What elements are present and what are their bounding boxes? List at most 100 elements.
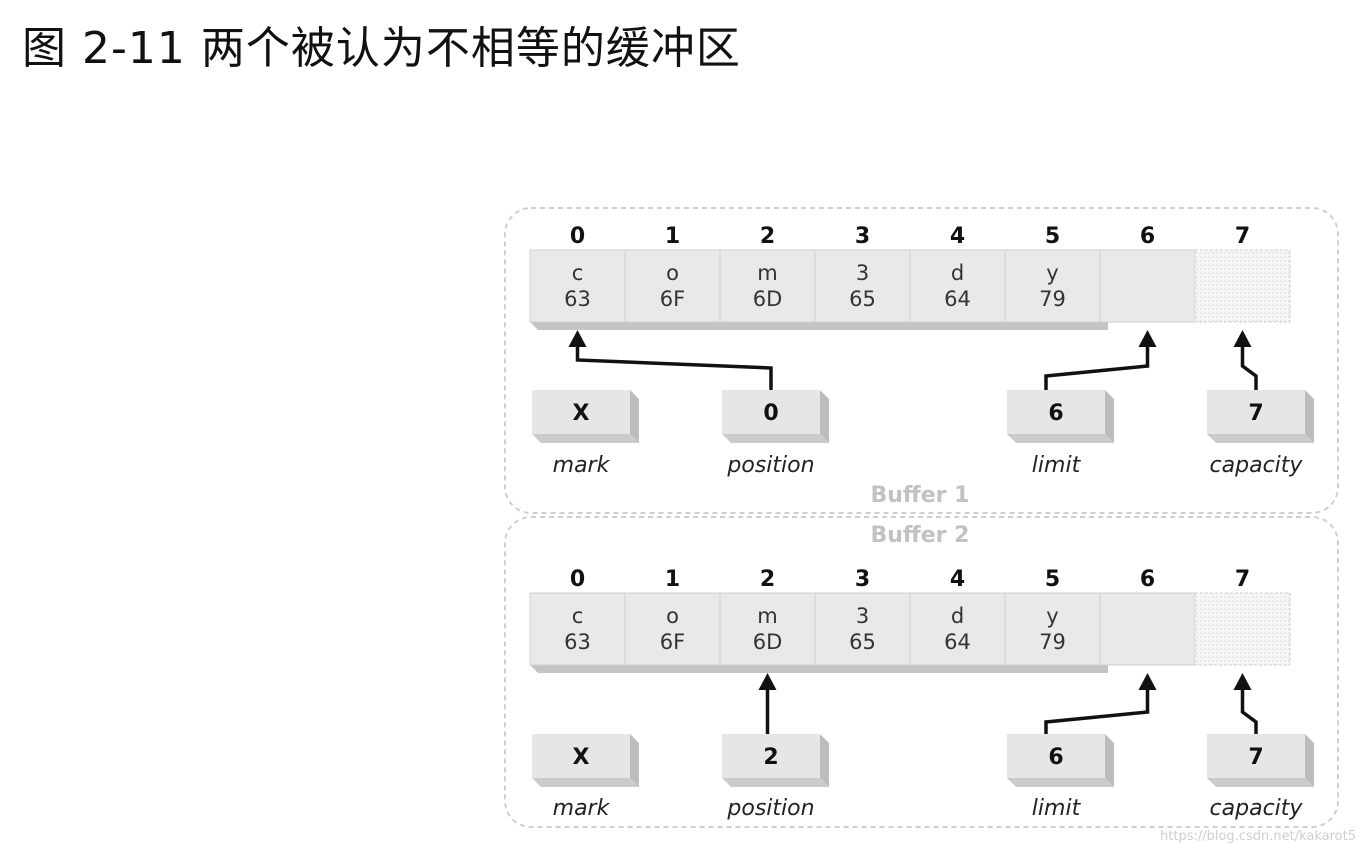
- cell-index: 7: [1235, 567, 1250, 592]
- cell-char: o: [666, 604, 679, 628]
- cell-hex: 64: [944, 287, 971, 311]
- cell-hex: 64: [944, 630, 971, 654]
- cell-index: 2: [760, 567, 775, 592]
- marker-box: [1207, 390, 1305, 434]
- cell-index: 5: [1045, 224, 1060, 249]
- pointer-arrow-line: [1044, 687, 1150, 734]
- cell-char: c: [572, 604, 584, 628]
- buffer-cell: [1194, 592, 1291, 666]
- figure-title: 图 2-11 两个被认为不相等的缓冲区: [22, 23, 741, 74]
- buffer-cell: m6D: [719, 249, 816, 323]
- marker-label: limit: [1032, 453, 1082, 478]
- marker-value: 7: [1248, 745, 1263, 770]
- cell-hex: 65: [849, 287, 876, 311]
- cell-index: 6: [1140, 224, 1155, 249]
- marker-limit: 6 limit: [1007, 330, 1157, 478]
- marker-box: [1207, 734, 1305, 778]
- marker-box: [532, 734, 630, 778]
- cell-index: 4: [950, 224, 965, 249]
- marker-label: position: [726, 796, 814, 821]
- cell-char: y: [1046, 604, 1058, 628]
- marker-box: [532, 390, 630, 434]
- marker-capacity: 7 capacity: [1207, 673, 1314, 821]
- marker-value: 2: [763, 745, 778, 770]
- cell-char: m: [757, 261, 777, 285]
- cell-char: y: [1046, 261, 1058, 285]
- cell-index: 4: [950, 567, 965, 592]
- pointer-arrowhead: [1233, 330, 1252, 347]
- marker-label: position: [726, 453, 814, 478]
- cell-hex: 65: [849, 630, 876, 654]
- cell-char: o: [666, 261, 679, 285]
- cell-char: d: [951, 604, 964, 628]
- buffer-cell: o6F: [624, 592, 721, 666]
- marker-box: [1007, 734, 1105, 778]
- buffer-cell: 365: [814, 249, 911, 323]
- pointer-arrowhead: [1233, 673, 1252, 690]
- buffer-cell: 365: [814, 592, 911, 666]
- cell-hex: 6D: [753, 287, 783, 311]
- pointer-arrow-line: [1044, 344, 1150, 390]
- pointer-arrow-line: [575, 344, 773, 390]
- cell-index: 3: [855, 224, 870, 249]
- cell-char: d: [951, 261, 964, 285]
- marker-box: [722, 390, 820, 434]
- marker-value: X: [573, 401, 590, 426]
- cell-char: c: [572, 261, 584, 285]
- cell-index: 1: [665, 567, 680, 592]
- buffer-name: Buffer 2: [871, 523, 970, 548]
- buffer-cell: [1194, 249, 1291, 323]
- pointer-arrow-line: [1240, 687, 1258, 734]
- buffer-cell: d64: [909, 249, 1006, 323]
- marker-capacity: 7 capacity: [1207, 330, 1314, 478]
- cell-hex: 6F: [660, 630, 685, 654]
- buffer-cell: c63: [529, 249, 626, 323]
- buffer-cell: [1099, 249, 1196, 323]
- buffer-frame: [504, 516, 1339, 828]
- cell-hex: 63: [564, 630, 591, 654]
- cell-index: 5: [1045, 567, 1060, 592]
- marker-value: 7: [1248, 401, 1263, 426]
- marker-box: [722, 734, 820, 778]
- cell-index: 2: [760, 224, 775, 249]
- marker-value: X: [573, 745, 590, 770]
- marker-label: capacity: [1210, 453, 1304, 478]
- buffer-cell: d64: [909, 592, 1006, 666]
- marker-label: mark: [553, 453, 611, 478]
- buffer-cell: y79: [1004, 592, 1101, 666]
- marker-label: limit: [1032, 796, 1082, 821]
- marker-label: capacity: [1210, 796, 1304, 821]
- cell-hex: 79: [1039, 630, 1066, 654]
- watermark-text: https://blog.csdn.net/kakarot5: [1160, 829, 1356, 844]
- pointer-arrowhead: [758, 673, 777, 690]
- cell-hex: 6D: [753, 630, 783, 654]
- buffer-cell: [1099, 592, 1196, 666]
- buffer-frame: [504, 207, 1339, 514]
- marker-box: [1007, 390, 1105, 434]
- marker-value: 6: [1048, 401, 1063, 426]
- cell-char: m: [757, 604, 777, 628]
- marker-position: 2 position: [722, 673, 829, 821]
- marker-label: mark: [553, 796, 611, 821]
- buffer-cell: m6D: [719, 592, 816, 666]
- marker-position: 0 position: [568, 330, 829, 478]
- buffer-cell: o6F: [624, 249, 721, 323]
- pointer-arrowhead: [568, 330, 587, 347]
- cell-char: 3: [856, 261, 869, 285]
- buffer-name: Buffer 1: [871, 483, 970, 508]
- cell-hex: 63: [564, 287, 591, 311]
- pointer-arrow-line: [1240, 344, 1258, 390]
- cell-index: 3: [855, 567, 870, 592]
- pointer-arrowhead: [1138, 673, 1157, 690]
- cell-char: 3: [856, 604, 869, 628]
- marker-value: 0: [763, 401, 778, 426]
- cell-hex: 6F: [660, 287, 685, 311]
- cell-index: 7: [1235, 224, 1250, 249]
- cell-index: 0: [570, 224, 585, 249]
- buffer-cell: y79: [1004, 249, 1101, 323]
- cell-hex: 79: [1039, 287, 1066, 311]
